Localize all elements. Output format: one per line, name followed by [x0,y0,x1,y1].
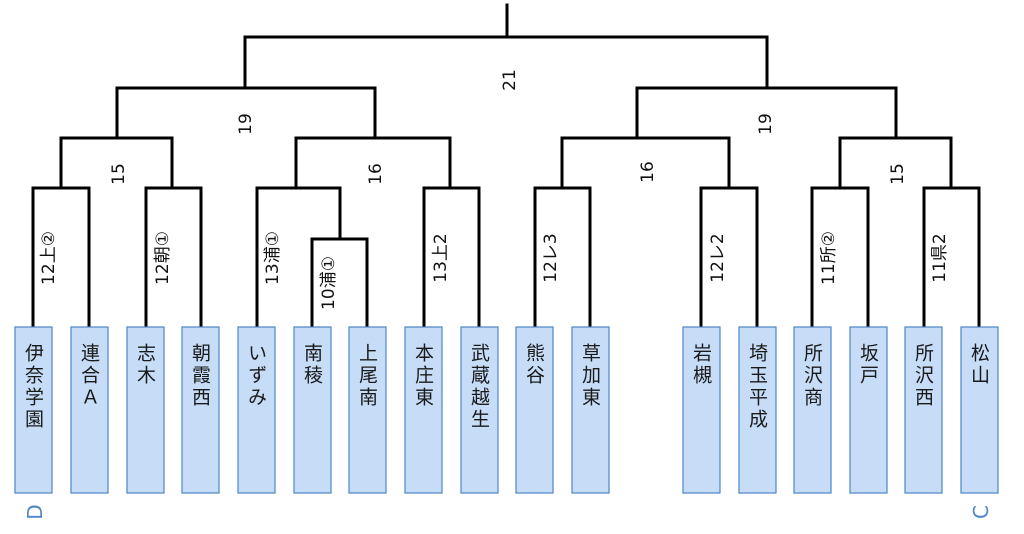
team-box: 志木 [126,326,165,494]
right-q-line [838,136,953,190]
center-q-line [560,136,731,190]
left-q2-line [294,136,452,190]
team-box: 武蔵越生 [460,326,499,494]
team-name: いずみ [245,343,267,409]
team-name: 志木 [134,343,156,387]
match-label-l1: 12上② [39,231,59,285]
match-label-r3: 11県2 [930,233,950,282]
match-line-l1 [31,186,91,329]
team-box: 松山 [960,326,999,494]
match-line-l2 [144,186,203,329]
team-box: 伊奈学園 [14,326,53,494]
team-name: 岩槻 [690,343,712,387]
team-name: 埼玉平成 [746,343,768,431]
team-box: 草加東 [571,326,610,494]
team-box: 坂戸 [849,326,888,494]
match-line-r3 [922,186,981,329]
team-name: 松山 [968,343,990,387]
match-labels: 12上② 12朝① 13浦① 10浦① 13上2 12レ3 12レ2 11所② … [39,69,950,310]
bracket-lines [31,3,981,329]
team-name: 武蔵越生 [468,343,490,431]
match-line-r1 [699,186,759,329]
match-line-r2 [810,186,870,329]
team-name: 連合Ａ [78,343,100,409]
match-label-l4: 10浦① [319,256,339,310]
team-name: 伊奈学園 [22,343,44,431]
match-label-l5: 13上2 [431,233,451,282]
left-semi-line [115,86,377,140]
team-name: 本庄東 [412,343,434,409]
team-box: 所沢商 [793,326,832,494]
match-line-l3 [255,186,342,329]
team-box: 熊谷 [515,326,554,494]
round-label-final-21: 21 [500,69,520,91]
round-label-left-15: 15 [109,163,129,185]
team-name: 熊谷 [523,343,545,387]
final-link-line [243,3,769,90]
team-name: 坂戸 [857,343,879,387]
team-name: 朝霞西 [189,343,211,409]
block-label-left: D [23,504,47,519]
team-name: 所沢西 [912,343,934,409]
match-line-l4 [310,237,369,329]
round-label-left-19: 19 [236,113,256,135]
round-label-left-16: 16 [366,163,386,185]
team-box: いずみ [237,326,276,494]
team-box: 連合Ａ [70,326,109,494]
round-label-center-16: 16 [638,161,658,183]
round-label-right-19: 19 [756,113,776,135]
left-q1-line [59,136,174,190]
team-box: 南稜 [293,326,332,494]
match-label-r1: 12レ2 [708,233,728,282]
match-label-r2: 11所② [819,231,839,285]
team-box: 岩槻 [682,326,721,494]
team-box: 本庄東 [404,326,443,494]
match-label-l3: 13浦① [263,231,283,285]
right-semi-line [635,86,898,140]
team-name: 南稜 [301,343,323,387]
match-line-l5 [422,186,481,329]
team-name: 所沢商 [801,343,823,409]
team-box: 埼玉平成 [738,326,777,494]
team-name: 上尾南 [356,343,378,409]
block-label-right: C [969,505,993,519]
match-label-l6: 12レ3 [541,233,561,282]
team-box: 上尾南 [348,326,387,494]
team-boxes: 伊奈学園 連合Ａ 志木 朝霞西 いずみ 南稜 上尾南 本庄東 武蔵越生 熊谷 草… [14,326,999,494]
match-line-l6 [533,186,592,329]
team-box: 朝霞西 [181,326,220,494]
match-label-l2: 12朝① [153,231,173,285]
team-box: 所沢西 [904,326,943,494]
round-label-right-15: 15 [888,163,908,185]
team-name: 草加東 [579,343,601,409]
